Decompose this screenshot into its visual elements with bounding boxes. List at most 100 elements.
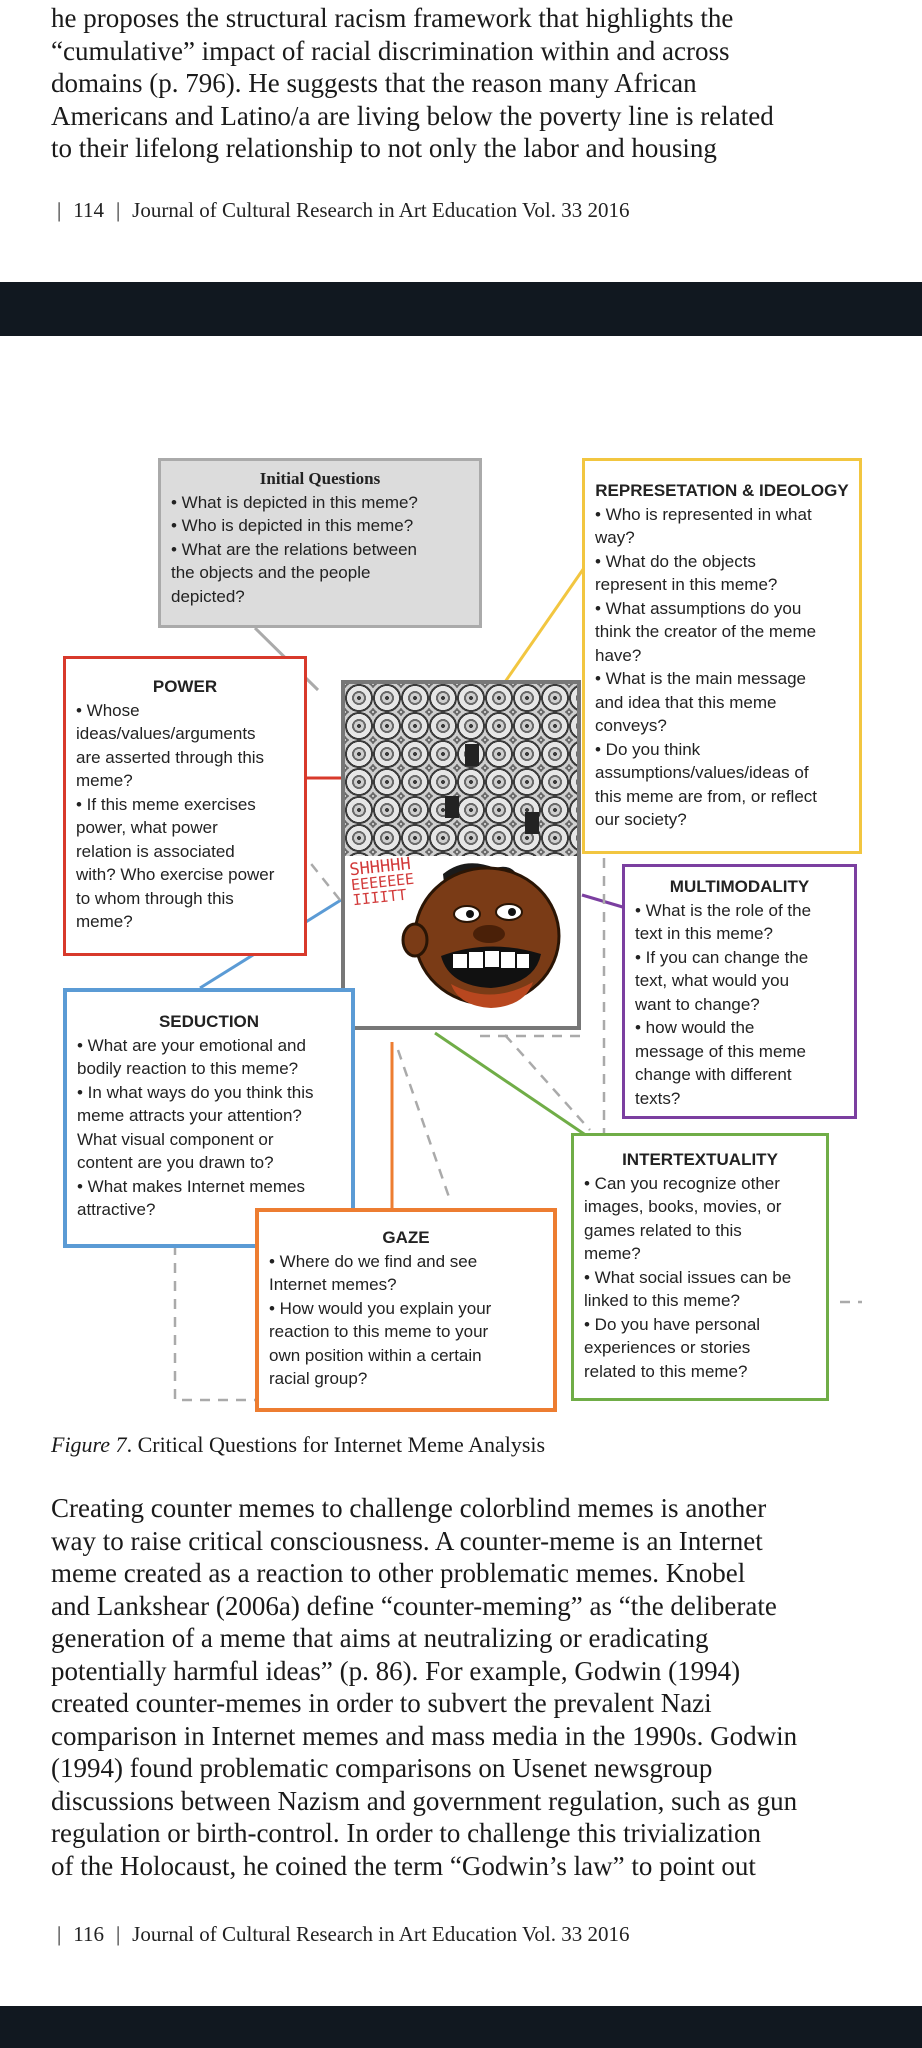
text-line: comparison in Internet memes and mass me… — [51, 1720, 798, 1751]
box-item: ideas/values/arguments — [76, 724, 256, 743]
multimodality-box: MULTIMODALITY • What is the role of the … — [622, 864, 857, 1119]
box-item: own position within a certain — [269, 1345, 482, 1365]
box-item: experiences or stories — [584, 1338, 751, 1357]
box-item: • What is depicted in this meme? — [171, 492, 418, 512]
text-line: domains (p. 796). He suggests that the r… — [51, 68, 697, 98]
top-paragraph: he proposes the structural racism framew… — [51, 2, 901, 165]
journal-name: Journal of Cultural Research in Art Educ… — [132, 198, 630, 222]
box-item: • What do the objects — [595, 551, 756, 571]
figure-caption: Figure 7. Critical Questions for Interne… — [51, 1432, 545, 1458]
box-title: SEDUCTION — [158, 1012, 260, 1031]
box-item: conveys? — [595, 716, 667, 735]
box-item: meme? — [76, 771, 133, 790]
text-line: he proposes the structural racism framew… — [51, 3, 734, 33]
connector-intertextuality — [434, 1031, 591, 1140]
journal-name: Journal of Cultural Research in Art Educ… — [132, 1922, 630, 1946]
text-line: regulation or birth-control. In order to… — [51, 1818, 762, 1848]
gaze-box: GAZE • Where do we find and see Internet… — [255, 1208, 557, 1412]
page-number: 114 — [73, 198, 104, 222]
box-item: the objects and the people — [171, 563, 371, 582]
page-gap — [0, 282, 922, 336]
box-item: to whom through this — [76, 888, 234, 908]
box-item: • What are the relations between — [171, 539, 417, 559]
box-item: have? — [595, 645, 642, 665]
box-item: • What assumptions do you — [595, 598, 802, 618]
box-item: • Can you recognize other — [584, 1173, 780, 1193]
footer-separator: | — [115, 198, 121, 222]
text-line: to their lifelong relationship to not on… — [51, 133, 717, 163]
text-line: meme created as a reaction to other prob… — [51, 1558, 746, 1588]
window-icon — [465, 744, 479, 766]
cartoon-face-icon — [401, 863, 561, 1008]
text-line: (1994) found problematic comparisons on … — [51, 1753, 713, 1783]
box-item: way? — [595, 528, 635, 547]
initial-questions-box: Initial Questions • What is depicted in … — [158, 458, 482, 628]
box-item: • Who is represented in what — [595, 504, 812, 524]
text-line: of the Holocaust, he coined the term “Go… — [51, 1850, 756, 1881]
box-item: related to this meme? — [584, 1361, 748, 1381]
dashed-connector — [173, 1245, 255, 1402]
box-item: text in this meme? — [635, 924, 773, 943]
box-item: • Where do we find and see — [269, 1251, 478, 1271]
box-item: • Who is depicted in this meme? — [171, 516, 414, 535]
box-item: represent in this meme? — [595, 575, 778, 594]
body-paragraph: Creating counter memes to challenge colo… — [51, 1492, 901, 1882]
text-line: Creating counter memes to challenge colo… — [51, 1493, 767, 1523]
text-line: “cumulative” impact of racial discrimina… — [51, 35, 730, 66]
box-title: GAZE — [382, 1228, 430, 1247]
footer-separator: | — [57, 1922, 62, 1946]
window-icon — [445, 796, 459, 818]
box-item: images, books, movies, or — [584, 1197, 782, 1216]
figure-label: Figure 7 — [51, 1432, 127, 1457]
box-item: meme? — [76, 912, 133, 931]
box-item: • What social issues can be — [584, 1267, 792, 1287]
page-footer: | 116 | Journal of Cultural Research in Art… — [57, 1922, 642, 1947]
bicycle-wall-photo — [345, 684, 577, 856]
box-item: linked to this meme? — [584, 1291, 740, 1310]
box-item: racial group? — [269, 1369, 368, 1388]
box-item: message of this meme — [635, 1041, 807, 1061]
box-item: texts? — [635, 1088, 681, 1108]
box-item: attractive? — [77, 1200, 156, 1219]
page-gap — [0, 2006, 922, 2048]
box-item: Internet memes? — [269, 1275, 397, 1294]
connector-representation — [503, 567, 586, 683]
box-item: assumptions/values/ideas of — [595, 763, 809, 782]
box-item: think the creator of the meme — [595, 622, 817, 641]
box-item: • What are your emotional and — [77, 1035, 306, 1055]
page-114: he proposes the structural racism framew… — [0, 0, 922, 282]
box-title: Initial Questions — [259, 469, 381, 488]
box-item: • If this meme exercises — [76, 794, 256, 814]
box-item: games related to this — [584, 1220, 742, 1240]
box-item: • In what ways do you think this — [77, 1082, 314, 1102]
window-icon — [525, 812, 539, 834]
box-item: our society? — [595, 810, 687, 829]
meme-image: SHHHHH EEEEEEE IIIITT — [341, 680, 581, 1030]
box-item: • how would the — [635, 1018, 755, 1037]
box-item: change with different — [635, 1065, 792, 1084]
page-footer: | 114 | Journal of Cultural Research in Art… — [57, 198, 642, 223]
footer-separator: | — [115, 1922, 121, 1946]
page-number: 116 — [73, 1922, 104, 1946]
box-item: • What is the role of the — [635, 900, 812, 920]
box-item: are asserted through this — [76, 747, 265, 767]
text-line: and Lankshear (2006a) define “counter-me… — [51, 1590, 777, 1621]
box-item: text, what would you — [635, 971, 790, 990]
footer-separator: | — [57, 198, 62, 222]
representation-ideology-box: REPRESETATION & IDEOLOGY • Who is repres… — [582, 458, 862, 854]
box-item: • Whose — [76, 700, 140, 720]
box-item: • What is the main message — [595, 669, 806, 688]
box-item: bodily reaction to this meme? — [77, 1059, 299, 1078]
box-title: REPRESETATION & IDEOLOGY — [595, 481, 849, 500]
dashed-connector — [504, 1034, 591, 1131]
box-item: • What makes Internet memes — [77, 1176, 305, 1196]
box-item: and idea that this meme — [595, 692, 777, 712]
box-item: • Do you have personal — [584, 1314, 761, 1334]
box-item: want to change? — [635, 994, 760, 1014]
dashed-connector — [396, 1049, 452, 1201]
box-item: What visual component or — [77, 1129, 274, 1149]
box-item: power, what power — [76, 818, 218, 837]
text-line: created counter-memes in order to subver… — [51, 1688, 712, 1718]
text-line: Americans and Latino/a are living below … — [51, 100, 774, 131]
box-item: content are you drawn to? — [77, 1153, 274, 1172]
